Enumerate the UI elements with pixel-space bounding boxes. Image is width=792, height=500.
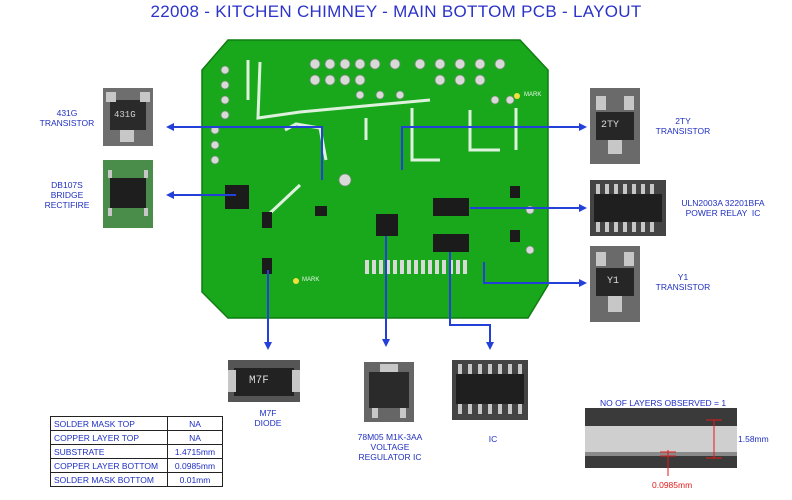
spec-key: COPPER LAYER TOP: [50, 430, 168, 445]
label-y1-transistor: Y1 TRANSISTOR: [655, 272, 711, 292]
photo-uln2003a-ic: [590, 180, 666, 236]
cross-section-photo: [585, 408, 737, 476]
label-78m05-regulator: 78M05 M1K-3AA VOLTAGE REGULATOR IC: [357, 432, 423, 462]
pcb-board: [201, 39, 549, 319]
spec-value: NA: [167, 430, 223, 445]
photo-431g-transistor: [103, 88, 153, 146]
photo-ic: [452, 360, 528, 420]
photo-78m05-regulator: [364, 362, 414, 422]
chip-mark-y1: Y1: [607, 276, 620, 287]
spec-key: COPPER LAYER BOTTOM: [50, 458, 168, 473]
spec-value: 0.01mm: [167, 472, 223, 487]
pcb-mark-2: MARK: [302, 277, 320, 283]
spec-value: NA: [167, 416, 223, 431]
spec-value: 0.0985mm: [167, 458, 223, 473]
spec-key: SOLDER MASK BOTTOM: [50, 472, 168, 487]
page-title: 22008 - KITCHEN CHIMNEY - MAIN BOTTOM PC…: [150, 2, 642, 21]
pcb-mark-1: MARK: [524, 92, 542, 98]
label-uln2003a-ic: ULN2003A 32201BFA POWER RELAY IC: [681, 198, 765, 218]
label-2ty-transistor: 2TY TRANSISTOR: [655, 116, 711, 136]
label-431g-transistor: 431G TRANSISTOR: [39, 108, 95, 128]
spec-value: 1.4715mm: [167, 444, 223, 459]
spec-key: SOLDER MASK TOP: [50, 416, 168, 431]
photo-2ty-transistor: [590, 88, 640, 164]
label-db107s-rectifier: DB107S BRIDGE RECTIFIRE: [44, 180, 90, 210]
photo-y1-transistor: [590, 246, 640, 322]
label-ic: IC: [488, 434, 498, 444]
chip-mark-m7f: M7F: [249, 375, 269, 387]
layers-observed-label: NO OF LAYERS OBSERVED = 1: [600, 398, 727, 408]
copper-measure-label: 0.0985mm: [652, 480, 693, 490]
thickness-measure-label: 1.58mm: [738, 434, 769, 444]
photo-m7f-diode: [228, 360, 300, 402]
photo-db107s-rectifier: [103, 160, 153, 228]
label-m7f-diode: M7F DIODE: [254, 408, 282, 428]
chip-mark-2ty: 2TY: [601, 120, 620, 131]
chip-mark-431g: 431G: [114, 110, 136, 120]
callout-arrows: [166, 123, 587, 350]
spec-key: SUBSTRATE: [50, 444, 168, 459]
